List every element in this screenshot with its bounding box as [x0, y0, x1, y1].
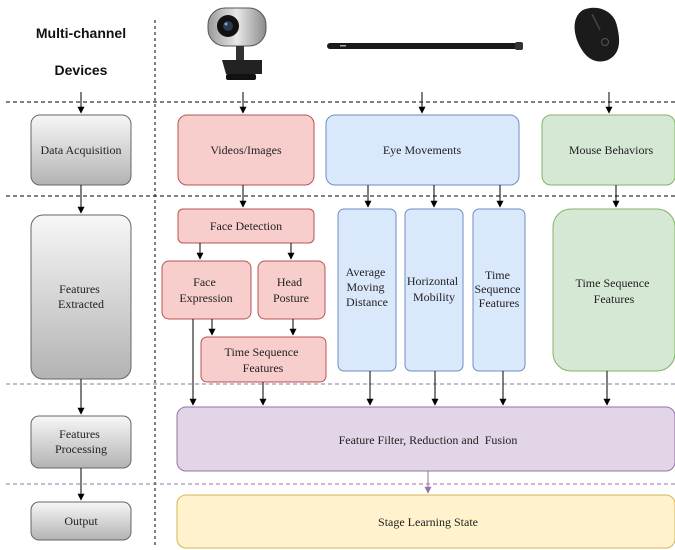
eye-time-sequence-label: Time Sequence Features — [475, 268, 524, 310]
face-expression-line-2: Expression — [179, 291, 232, 305]
learning-state-label: Stage Learning State — [378, 515, 478, 529]
horizontal-mobility-line-2: Mobility — [413, 290, 455, 304]
video-time-sequence-line-2: Features — [243, 361, 284, 375]
avg-moving-distance-box — [337, 208, 397, 372]
eye-tracker-icon — [327, 42, 523, 50]
stage-features-line-2: Extracted — [58, 297, 104, 311]
horizontal-mobility-line-1: Horizontal — [407, 274, 459, 288]
head-posture-line-1: Head — [277, 275, 302, 289]
mouse-time-sequence-line-2: Features — [594, 292, 635, 306]
feature-fusion-label: Feature Filter, Reduction and Fusion — [339, 433, 518, 447]
eye-movements-box — [325, 114, 520, 186]
header-line-2: Devices — [55, 62, 108, 78]
stage-output-box — [30, 501, 132, 541]
header-line-1: Multi-channel — [36, 25, 126, 41]
eye-time-sequence-box — [472, 208, 526, 372]
mouse-time-sequence-box — [552, 208, 675, 372]
stage-features-label: Features Extracted — [58, 282, 104, 311]
stage-processing-line-1: Features — [59, 427, 100, 441]
avg-moving-distance-label: Average Moving Distance — [346, 265, 389, 309]
face-expression-box — [161, 260, 252, 320]
horizontal-mobility-label: Horizontal Mobility — [407, 274, 461, 304]
head-posture-line-2: Posture — [273, 291, 309, 305]
eye-time-sequence-line-2: Sequence — [475, 282, 521, 296]
video-time-sequence-box — [200, 336, 327, 383]
video-time-sequence-label: Time Sequence Features — [225, 345, 302, 375]
avg-moving-line-1: Average — [346, 265, 386, 279]
video-time-sequence-line-1: Time Sequence — [225, 345, 299, 359]
mouse-time-sequence-line-1: Time Sequence — [576, 276, 650, 290]
videos-images-box — [177, 114, 315, 186]
eye-time-sequence-line-3: Features — [479, 296, 520, 310]
head-posture-box — [257, 260, 326, 320]
stage-processing-label: Features Processing — [55, 427, 107, 456]
head-posture-label: Head Posture — [273, 275, 309, 305]
avg-moving-line-2: Moving — [346, 280, 384, 294]
stage-acquisition-label: Data Acquisition — [41, 143, 122, 157]
mouse-behaviors-box — [541, 114, 675, 186]
stage-features-line-1: Features — [59, 282, 100, 296]
webcam-icon — [207, 7, 267, 80]
face-detection-label: Face Detection — [210, 219, 282, 233]
mouse-icon — [574, 7, 620, 62]
videos-images-label: Videos/Images — [210, 143, 282, 157]
learning-state-box — [176, 494, 675, 549]
feature-fusion-box — [176, 406, 675, 472]
face-expression-line-1: Face — [193, 275, 216, 289]
stage-output-label: Output — [64, 514, 98, 528]
eye-movements-label: Eye Movements — [383, 143, 462, 157]
face-detection-box — [177, 208, 315, 244]
avg-moving-line-3: Distance — [346, 295, 388, 309]
stage-processing-line-2: Processing — [55, 442, 107, 456]
mouse-time-sequence-label: Time Sequence Features — [576, 276, 653, 306]
horizontal-mobility-box — [404, 208, 464, 372]
face-expression-label: Face Expression — [179, 275, 232, 305]
mouse-behaviors-label: Mouse Behaviors — [569, 143, 654, 157]
eye-time-sequence-line-1: Time — [485, 268, 510, 282]
